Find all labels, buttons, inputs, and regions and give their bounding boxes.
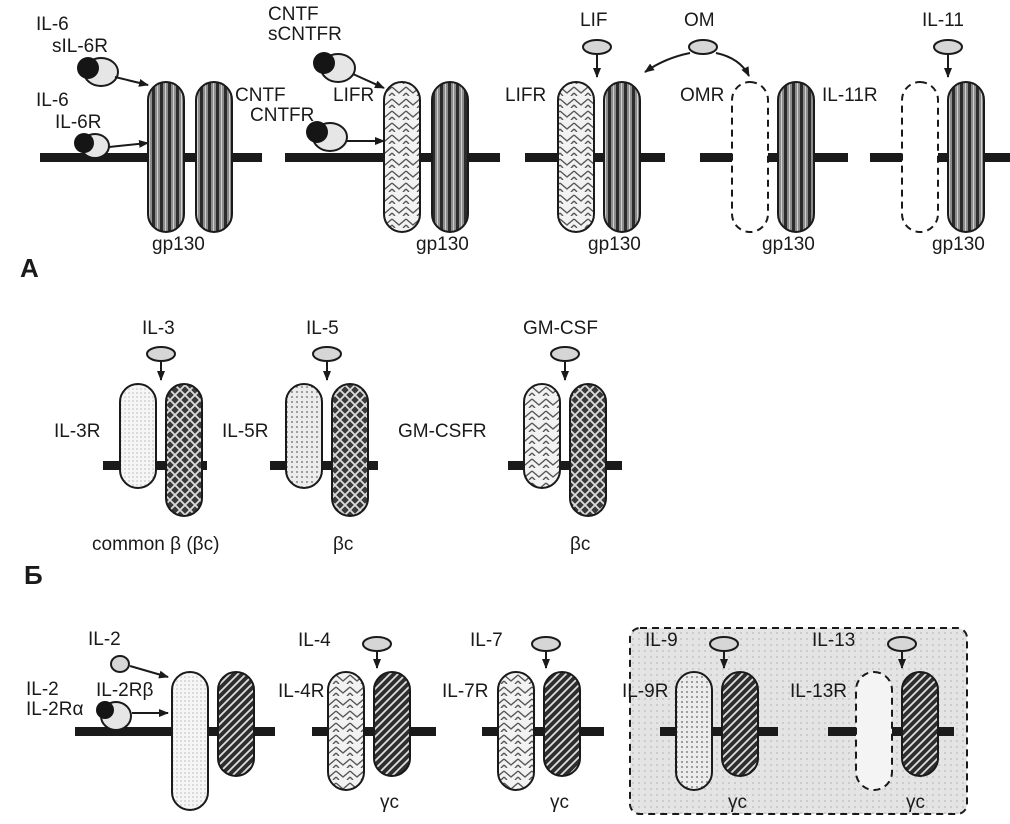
label-il6r: IL-6R <box>55 112 101 133</box>
label-gp130-lif: gp130 <box>588 234 641 255</box>
label-cntf-soluble: CNTF <box>268 4 319 25</box>
om-ligand <box>689 40 717 54</box>
il13-ligand <box>888 637 916 651</box>
il11-ligand <box>934 40 962 54</box>
gp130-chain-il6-right <box>196 82 232 232</box>
gc-chain-il2 <box>218 672 254 776</box>
label-il3r: IL-3R <box>54 421 100 442</box>
omr-chain <box>732 82 768 232</box>
label-bc-gmcsf: βc <box>570 534 590 555</box>
il2-ligand-membrane <box>96 701 114 719</box>
gc-chain-il13 <box>902 672 938 776</box>
label-sil6r: sIL-6R <box>52 36 108 57</box>
il4r-chain <box>328 672 364 790</box>
label-il5: IL-5 <box>306 318 339 339</box>
arrow-il2-soluble <box>130 666 168 677</box>
gc-chain-il9 <box>722 672 758 776</box>
label-gmcsf: GM-CSF <box>523 318 598 339</box>
label-gc-il9: γc <box>728 792 747 813</box>
label-il4: IL-4 <box>298 630 331 651</box>
il7r-chain <box>498 672 534 790</box>
arrow-il6r <box>109 143 148 147</box>
label-il6-soluble: IL-6 <box>36 14 69 35</box>
label-bc-il5: βc <box>333 534 353 555</box>
il2rb-chain <box>172 672 208 810</box>
il6-ligand-soluble <box>77 57 99 79</box>
il5r-chain <box>286 384 322 488</box>
membrane-om <box>700 153 848 162</box>
label-il3: IL-3 <box>142 318 175 339</box>
label-gp130-om: gp130 <box>762 234 815 255</box>
il6-ligand-membrane <box>74 133 94 153</box>
label-omr: OMR <box>680 85 724 106</box>
il4-ligand <box>363 637 391 651</box>
label-gp130-il11: gp130 <box>932 234 985 255</box>
label-il2ra: IL-2Rα <box>26 699 83 720</box>
il11r-chain <box>902 82 938 232</box>
il13r-chain <box>856 672 892 790</box>
il9r-chain <box>676 672 712 790</box>
label-cntfr: CNTFR <box>250 105 314 126</box>
arrow-om-to-lifr <box>645 53 690 72</box>
bc-chain-il5 <box>332 384 368 516</box>
label-gp130-il6: gp130 <box>152 234 205 255</box>
il3-ligand <box>147 347 175 361</box>
il7-ligand <box>532 637 560 651</box>
il2-ligand-soluble <box>111 656 129 672</box>
lif-ligand <box>583 40 611 54</box>
gp130-chain-lif <box>604 82 640 232</box>
cntf-ligand-soluble <box>313 52 335 74</box>
il3r-chain <box>120 384 156 488</box>
label-il11r: IL-11R <box>822 85 878 106</box>
label-gc-il4: γc <box>380 792 399 813</box>
panel-label-b: Б <box>24 560 43 590</box>
label-gmcsfr: GM-CSFR <box>398 421 487 442</box>
label-lifr-lif: LIFR <box>505 85 546 106</box>
label-scntfr: sCNTFR <box>268 24 342 45</box>
label-il2rb: IL-2Rβ <box>96 680 153 701</box>
label-il2-soluble: IL-2 <box>88 629 121 650</box>
arrow-sil6r <box>115 77 148 85</box>
gp130-chain-om <box>778 82 814 232</box>
label-om: OM <box>684 10 715 31</box>
label-il6-membrane: IL-6 <box>36 90 69 111</box>
il9-ligand <box>710 637 738 651</box>
label-lif: LIF <box>580 10 607 31</box>
label-il9r: IL-9R <box>622 681 668 702</box>
label-il2-membrane: IL-2 <box>26 679 59 700</box>
bc-chain-gmcsf <box>570 384 606 516</box>
label-il5r: IL-5R <box>222 421 268 442</box>
gp130-chain-cntf <box>432 82 468 232</box>
label-il7r: IL-7R <box>442 681 488 702</box>
il5-ligand <box>313 347 341 361</box>
label-gc-il7: γc <box>550 792 569 813</box>
panel-label-a: А <box>20 253 39 283</box>
label-cntf-membrane: CNTF <box>235 85 286 106</box>
gc-chain-il4 <box>374 672 410 776</box>
gp130-chain-il6-left <box>148 82 184 232</box>
lifr-chain-lif <box>558 82 594 232</box>
gc-chain-il7 <box>544 672 580 776</box>
label-il13: IL-13 <box>812 630 855 651</box>
label-il4r: IL-4R <box>278 681 324 702</box>
label-gc-il13: γc <box>906 792 925 813</box>
membrane-il11 <box>870 153 1010 162</box>
gmcsf-ligand <box>551 347 579 361</box>
label-gp130-cntf: gp130 <box>416 234 469 255</box>
bc-chain-il3 <box>166 384 202 516</box>
label-il11: IL-11 <box>922 10 964 31</box>
label-common-beta: common β (βc) <box>92 534 219 555</box>
label-il13r: IL-13R <box>790 681 847 702</box>
label-il7: IL-7 <box>470 630 503 651</box>
label-il9: IL-9 <box>645 630 678 651</box>
lifr-chain-cntf <box>384 82 420 232</box>
gmcsfr-chain <box>524 384 560 488</box>
label-lifr-cntf: LIFR <box>333 85 374 106</box>
arrow-om-to-omr <box>716 53 749 76</box>
gp130-chain-il11 <box>948 82 984 232</box>
